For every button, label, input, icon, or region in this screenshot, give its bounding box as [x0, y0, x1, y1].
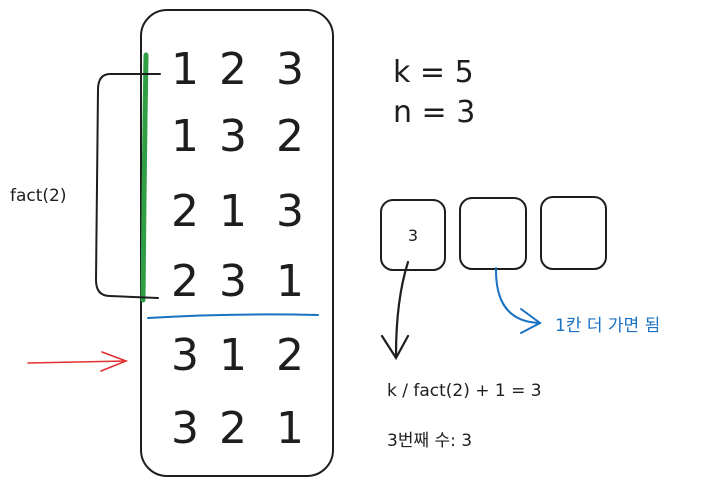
perm-row-6-digit-3: 1 — [276, 403, 304, 454]
result-text: 3번째 수: 3 — [387, 431, 472, 451]
formula-text: k / fact(2) + 1 = 3 — [387, 381, 542, 401]
perm-row-5-digit-2: 1 — [219, 330, 247, 381]
perm-row-4-digit-2: 3 — [219, 256, 247, 307]
perm-row-2-digit-1: 1 — [171, 111, 199, 162]
perm-row-1-digit-1: 1 — [171, 44, 199, 95]
perm-row-6-digit-1: 3 — [171, 403, 199, 454]
black-down-arrow — [380, 260, 410, 361]
perm-row-1-digit-2: 2 — [219, 44, 247, 95]
blue-curved-arrow — [494, 267, 542, 334]
slot-box-1-value: 3 — [408, 226, 418, 245]
red-arrow — [27, 351, 129, 372]
perm-row-2-digit-3: 2 — [276, 111, 304, 162]
perm-row-5-digit-3: 2 — [276, 330, 304, 381]
slot-box-1 — [380, 199, 446, 271]
perm-row-5-digit-1: 3 — [171, 330, 199, 381]
perm-row-3-digit-3: 3 — [276, 186, 304, 237]
perm-row-1-digit-3: 3 — [276, 44, 304, 95]
blue-note: 1칸 더 가면 됨 — [555, 316, 660, 336]
perm-row-6-digit-2: 2 — [219, 403, 247, 454]
perm-row-4-digit-3: 1 — [276, 256, 304, 307]
perm-row-3-digit-1: 2 — [171, 186, 199, 237]
k-value: k = 5 — [393, 55, 474, 90]
perm-row-2-digit-2: 3 — [219, 111, 247, 162]
blue-divider-line — [147, 313, 319, 319]
slot-box-3 — [540, 196, 607, 270]
bracket-fact2 — [94, 73, 161, 299]
perm-row-3-digit-2: 1 — [219, 186, 247, 237]
permutation-list-box — [140, 9, 334, 477]
slot-box-2 — [459, 197, 527, 270]
perm-row-4-digit-1: 2 — [171, 256, 199, 307]
n-value: n = 3 — [393, 95, 475, 130]
bracket-label: fact(2) — [10, 186, 67, 206]
green-highlight-line — [140, 52, 149, 303]
